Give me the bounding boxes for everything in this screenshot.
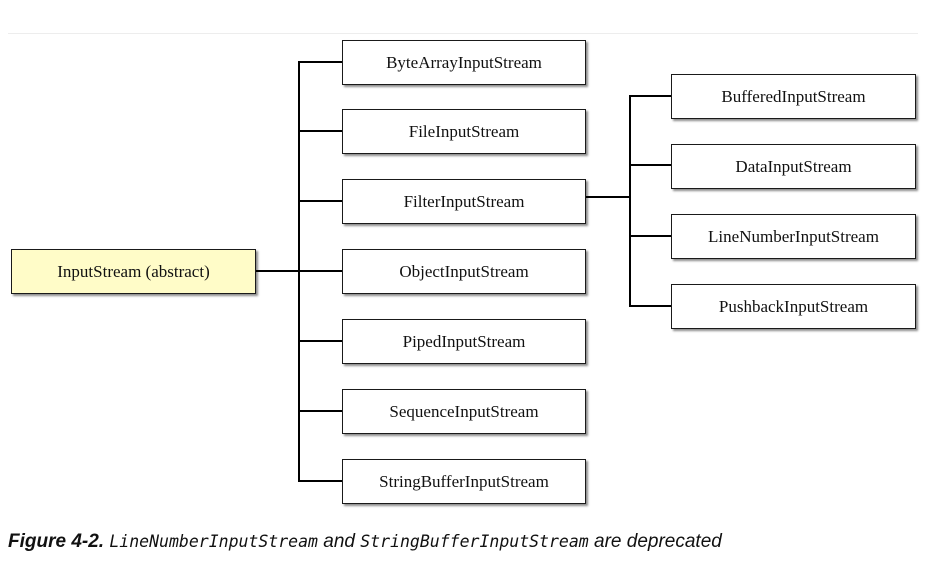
figure-caption: Figure 4-2. LineNumberInputStream and St… bbox=[8, 531, 722, 553]
caption-term-linenumberinputstream: LineNumberInputStream bbox=[109, 532, 318, 551]
connector-branch bbox=[298, 410, 342, 412]
figure-number: Figure 4-2. bbox=[8, 531, 105, 552]
connector-branch bbox=[298, 480, 342, 482]
node-sequenceinputstream: SequenceInputStream bbox=[342, 389, 586, 434]
node-pipedinputstream: PipedInputStream bbox=[342, 319, 586, 364]
node-pushbackinputstream: PushbackInputStream bbox=[671, 284, 916, 329]
connector-branch bbox=[629, 235, 671, 237]
caption-text-deprecated: are deprecated bbox=[594, 531, 722, 552]
node-bufferedinputstream: BufferedInputStream bbox=[671, 74, 916, 119]
node-filterinputstream: FilterInputStream bbox=[342, 179, 586, 224]
caption-term-stringbufferinputstream: StringBufferInputStream bbox=[360, 532, 589, 551]
connector-branch bbox=[298, 340, 342, 342]
node-linenumberinputstream: LineNumberInputStream bbox=[671, 214, 916, 259]
node-fileinputstream: FileInputStream bbox=[342, 109, 586, 154]
node-bytearrayinputstream: ByteArrayInputStream bbox=[342, 40, 586, 85]
connector-branch bbox=[629, 305, 671, 307]
connector-branch bbox=[298, 61, 342, 63]
connector-trunk-right bbox=[629, 95, 631, 307]
connector-filter bbox=[585, 196, 630, 198]
node-datainputstream: DataInputStream bbox=[671, 144, 916, 189]
top-rule bbox=[8, 33, 918, 34]
connector-branch bbox=[298, 270, 342, 272]
caption-text-and: and bbox=[323, 531, 355, 552]
connector-branch bbox=[298, 130, 342, 132]
node-stringbufferinputstream: StringBufferInputStream bbox=[342, 459, 586, 504]
connector-branch bbox=[629, 164, 671, 166]
connector-branch bbox=[629, 95, 671, 97]
connector-root bbox=[255, 270, 299, 272]
node-inputstream: InputStream (abstract) bbox=[11, 249, 256, 294]
connector-branch bbox=[298, 200, 342, 202]
node-objectinputstream: ObjectInputStream bbox=[342, 249, 586, 294]
